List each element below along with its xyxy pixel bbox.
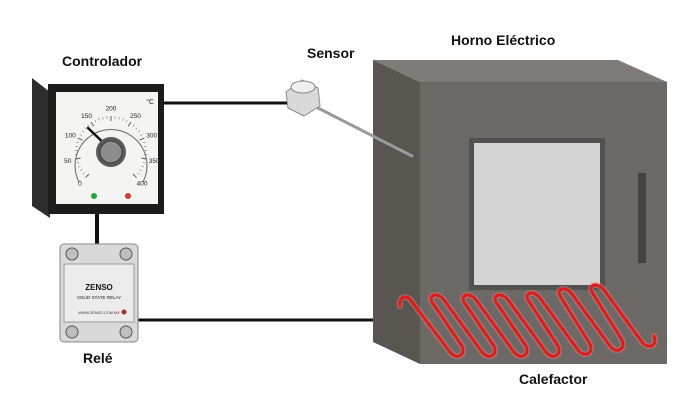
dial-tick: [142, 162, 146, 164]
dial-scale-number: 150: [81, 113, 92, 120]
dial-scale-number: 350: [149, 158, 160, 165]
heater-coil-wire: [398, 283, 657, 358]
dial-scale-number: 400: [137, 181, 148, 188]
dial-tick: [94, 119, 97, 123]
dial-tick: [137, 172, 140, 175]
electric-oven: [373, 60, 667, 364]
relay-terminal-bl: [65, 325, 79, 339]
dial-tick: [139, 169, 142, 172]
dial-tick: [132, 173, 137, 178]
solid-state-relay: ZENSO SOLID STATE RELAY WWW.ZENSO.COM.MX: [59, 243, 139, 343]
dial-unit-label: °C: [146, 98, 154, 106]
sensor-cap: [290, 80, 316, 94]
power-indicator-led: [91, 193, 97, 199]
dial-tick: [140, 134, 143, 136]
dial-scale-number: 300: [146, 133, 157, 140]
dial-tick: [122, 118, 124, 121]
dial-tick: [98, 118, 100, 121]
oven-label: Horno Eléctrico: [451, 32, 556, 48]
controller-side: [32, 78, 50, 218]
relay-label: Relé: [83, 350, 113, 366]
dial-tick: [141, 165, 144, 168]
dial-tick: [87, 124, 90, 127]
dial-scale-number: 50: [64, 158, 72, 165]
heater-coil: [396, 282, 658, 360]
dial-tick: [137, 130, 141, 133]
dial-scale-number: 100: [65, 133, 76, 140]
dial-tick: [139, 137, 145, 141]
dial-tick: [79, 134, 82, 136]
temperature-controller: 0 50 100 150 200 250 300 350 400 °C: [32, 78, 164, 218]
dial-scale-number: 250: [130, 113, 141, 120]
dial-scale-number: 200: [106, 106, 117, 113]
dial-tick: [81, 130, 85, 133]
dial-tick: [76, 162, 80, 164]
dial-tick: [127, 121, 132, 127]
dial-tick: [90, 121, 95, 127]
dial-tick: [82, 172, 85, 175]
relay-brand: ZENSO: [85, 283, 113, 292]
dial-tick: [85, 173, 90, 178]
controller-label: Controlador: [62, 53, 143, 69]
oven-handle: [638, 173, 646, 263]
dial-tick: [77, 137, 83, 141]
oven-side-face: [373, 60, 420, 364]
dial-tick: [141, 157, 147, 160]
heater-label: Calefactor: [519, 371, 588, 387]
relay-title: SOLID STATE RELAY: [77, 295, 121, 300]
relay-terminal-br: [119, 325, 133, 339]
relay-terminal-tl: [65, 247, 79, 261]
sensor-label: Sensor: [307, 45, 355, 61]
relay-status-led: [121, 309, 127, 315]
dial-ticks: [74, 116, 148, 178]
sensor-probe: [316, 106, 414, 158]
output-indicator-led: [125, 193, 131, 199]
temperature-sensor: [285, 79, 414, 158]
dial-tick: [76, 141, 79, 144]
dial-tick: [102, 116, 104, 120]
dial-tick: [78, 165, 81, 168]
dial-tick: [118, 116, 120, 120]
dial-tick: [125, 119, 128, 123]
dial-tick: [75, 157, 81, 160]
dial-arc: [74, 129, 148, 183]
oven-top-face: [373, 60, 667, 82]
dial-tick: [143, 141, 146, 144]
dial-knob-cap: [99, 140, 123, 164]
dial-tick: [80, 169, 83, 172]
relay-url: WWW.ZENSO.COM.MX: [78, 311, 120, 315]
dial-tick: [84, 127, 87, 130]
dial-tick: [135, 127, 138, 130]
relay-terminal-tr: [119, 247, 133, 261]
dial-scale-numbers: 0 50 100 150 200 250 300 350 400: [64, 106, 160, 188]
dial-scale-number: 0: [78, 181, 82, 188]
oven-window: [474, 143, 600, 285]
dial-tick: [132, 124, 135, 127]
